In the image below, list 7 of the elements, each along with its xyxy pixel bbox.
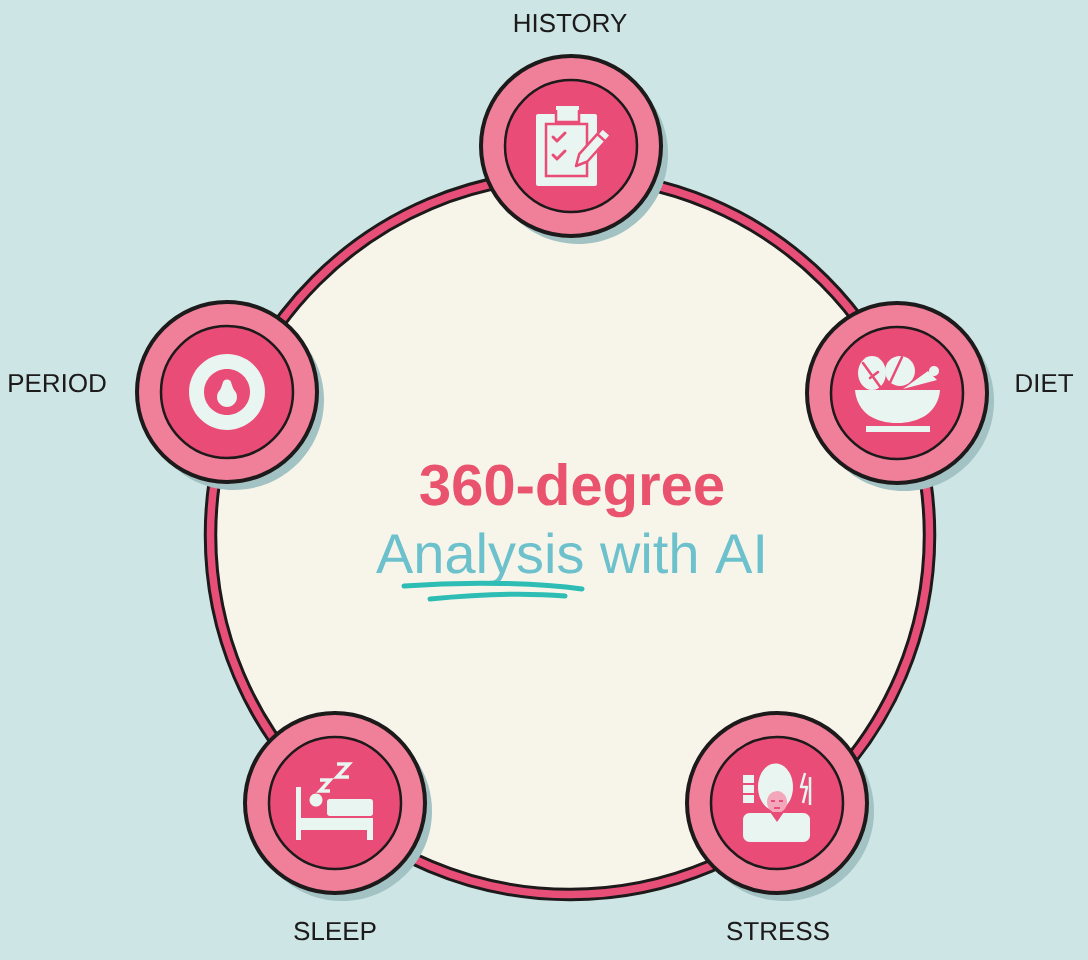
category-label: PERIOD <box>9 373 106 393</box>
subheading: Analysis with AI <box>376 532 763 585</box>
category-label: HISTORY <box>514 13 627 33</box>
category-label: SLEEP <box>294 921 376 941</box>
category-label: DIET <box>1016 374 1074 392</box>
heading: 360-degree <box>420 462 724 518</box>
category-label: STRESS <box>727 921 829 941</box>
